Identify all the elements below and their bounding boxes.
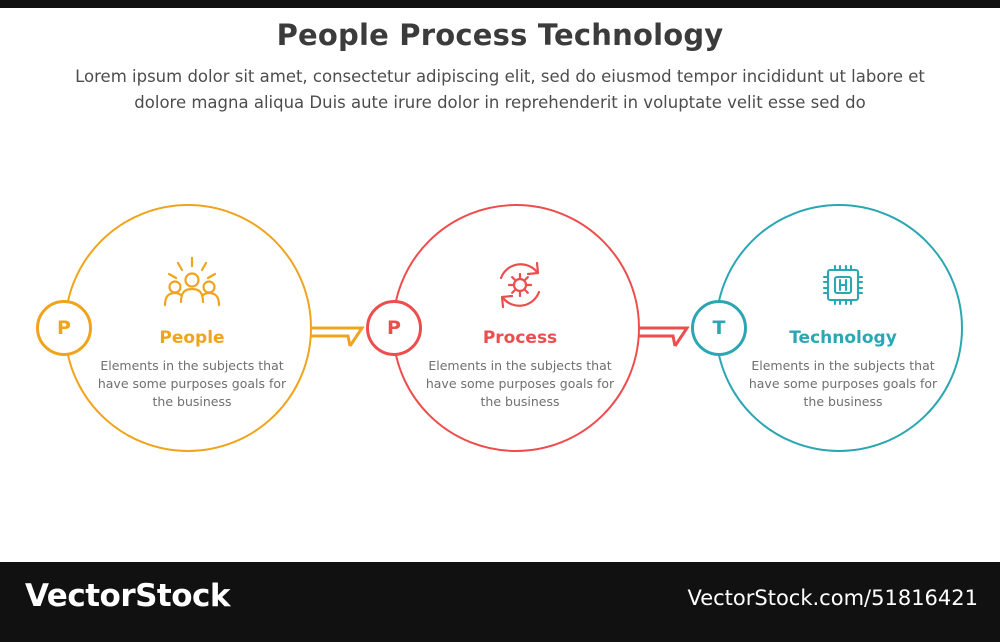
node-people-badge-label: P [57,317,71,339]
connector-arrow-1 [305,326,365,347]
people-group-icon [92,254,292,316]
header: People Process Technology Lorem ipsum do… [0,18,1000,116]
node-technology-content: Technology Elements in the subjects that… [743,254,943,411]
node-technology[interactable]: Technology Elements in the subjects that… [715,204,963,452]
connector-arrow-2 [630,326,690,347]
vectorstock-logo: VectorStock [25,578,231,614]
node-technology-title: Technology [789,328,897,348]
page-subtitle: Lorem ipsum dolor sit amet, consectetur … [75,67,925,112]
node-technology-badge-label: T [712,317,726,339]
node-process[interactable]: Process Elements in the subjects that ha… [392,204,640,452]
node-technology-ring [715,204,963,452]
node-technology-description: Elements in the subjects that have some … [748,358,938,409]
node-process-badge-label: P [387,317,401,339]
gear-refresh-icon [420,254,620,316]
node-people-badge[interactable]: P [36,300,92,356]
node-people[interactable]: People Elements in the subjects that hav… [64,204,312,452]
bottom-edge-bar [0,634,1000,642]
node-process-content: Process Elements in the subjects that ha… [420,254,620,411]
node-process-title: Process [482,328,558,348]
node-people-content: People Elements in the subjects that hav… [92,254,292,411]
node-people-description: Elements in the subjects that have some … [97,358,287,409]
node-technology-badge[interactable]: T [691,300,747,356]
vectorstock-url: VectorStock.com/51816421 [687,586,978,610]
node-people-ring [64,204,312,452]
top-edge-bar [0,0,1000,8]
node-process-badge[interactable]: P [366,300,422,356]
page-title: People Process Technology [276,18,724,52]
cpu-chip-icon [743,254,943,316]
node-process-description: Elements in the subjects that have some … [425,358,615,409]
node-people-title: People [159,328,225,348]
infographic-diagram: People Elements in the subjects that hav… [0,150,1000,540]
watermark-footer: VectorStock VectorStock.com/51816421 [0,562,1000,642]
